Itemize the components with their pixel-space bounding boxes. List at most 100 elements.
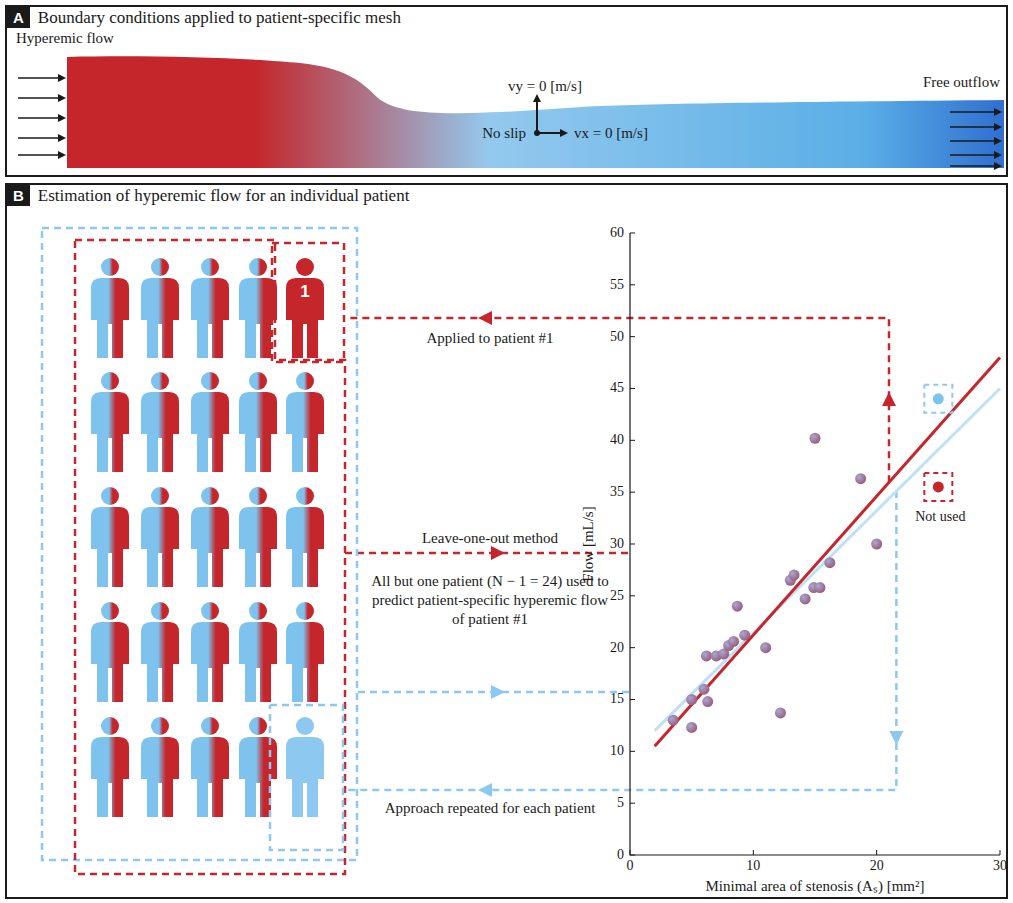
data-point [668,715,679,726]
patient-figure [286,258,324,358]
arrow-head [560,129,568,137]
velocity-label: vy = 0 [m/s] [508,77,582,96]
patient-figure [239,602,277,702]
line [630,803,635,804]
arrow-head [58,134,66,142]
line [630,233,1000,855]
velocity-label: vx = 0 [m/s] [574,124,648,143]
line [655,388,1000,730]
boundary-label: No slip [482,124,526,143]
arrow-head [533,94,541,102]
line [630,647,635,648]
data-point [702,696,713,707]
line [630,855,635,856]
line [655,357,1000,746]
dashed-line [924,473,952,501]
patient-figure [239,717,277,817]
tick-label: 10 [610,743,624,761]
line [630,336,635,337]
patient-figure [141,487,179,587]
step-label: Applied to patient #1 [426,329,553,348]
patient-figure [286,487,324,587]
dashed-line [346,318,889,482]
axis-title: Minimal area of stenosis (Aₛ) [mm²] [705,877,924,896]
tick-label: 20 [870,857,884,875]
data-point [814,582,825,593]
patient-figure [91,717,129,817]
line [630,440,635,441]
tick-label: 0 [617,846,624,864]
patient-figure [91,372,129,472]
patient-figure [191,258,229,358]
data-point [686,722,697,733]
line [18,97,58,99]
dashed-line [272,243,344,362]
patient-figure [141,602,179,702]
dashed-line [924,385,952,413]
patient-figure [191,602,229,702]
patient-figure [286,602,324,702]
arrow-head [58,114,66,122]
line [630,232,635,233]
patient-figure [239,487,277,587]
arrow-head [994,108,1002,116]
data-point [789,570,800,581]
line [876,850,877,855]
patient-figure [141,372,179,472]
data-point [760,642,771,653]
panel-title: Estimation of hyperemic flow for an indi… [30,186,410,206]
arrow-head [491,546,505,560]
tick-label: 10 [746,857,760,875]
data-point [686,694,697,705]
arrow-head [58,94,66,102]
line [630,492,635,493]
data-point [855,473,866,484]
excluded-point [933,481,944,492]
patient-figure [91,258,129,358]
patient-figure [91,487,129,587]
arrow-head [889,731,903,745]
tick-label: 35 [610,483,624,501]
line [18,154,58,156]
patient-figure [141,717,179,817]
data-point [775,707,786,718]
tick-label: 60 [610,224,624,242]
line [753,850,754,855]
arrow-head [994,123,1002,131]
line [950,154,994,156]
line [18,117,58,119]
step-label: Approach repeated for each patient [385,799,596,818]
tick-label: 30 [610,535,624,553]
data-point [800,593,811,604]
patient-figure [141,258,179,358]
patient-number: 1 [300,281,309,302]
data-point [732,601,743,612]
vessel-illustration [18,56,1004,170]
dashed-line [346,491,896,790]
patient-figure [91,602,129,702]
line [630,388,635,389]
arrow-head [994,151,1002,159]
arrow-head [994,162,1002,170]
line [950,140,994,142]
tick-label: 50 [610,328,624,346]
outlet-label: Free outflow [923,73,1000,92]
line [630,699,635,700]
line [950,126,994,128]
dashed-line [75,240,345,874]
tick-label: 30 [993,857,1007,875]
dashed-line [42,228,357,860]
arrow-head [58,74,66,82]
panel-frame: ABoundary conditions applied to patient-… [5,5,1008,177]
data-point [871,538,882,549]
tick-label: 20 [610,639,624,657]
panel-title: Boundary conditions applied to patient-s… [30,8,401,28]
data-point [809,433,820,444]
panel-letter: B [7,185,30,206]
step-note: All but one patient (N − 1 = 24) used to… [365,572,615,628]
data-point [728,636,739,647]
tick-label: 0 [627,857,634,875]
line [630,751,635,752]
step-label: Leave-one-out method [422,529,558,548]
patient-figure [286,717,324,817]
